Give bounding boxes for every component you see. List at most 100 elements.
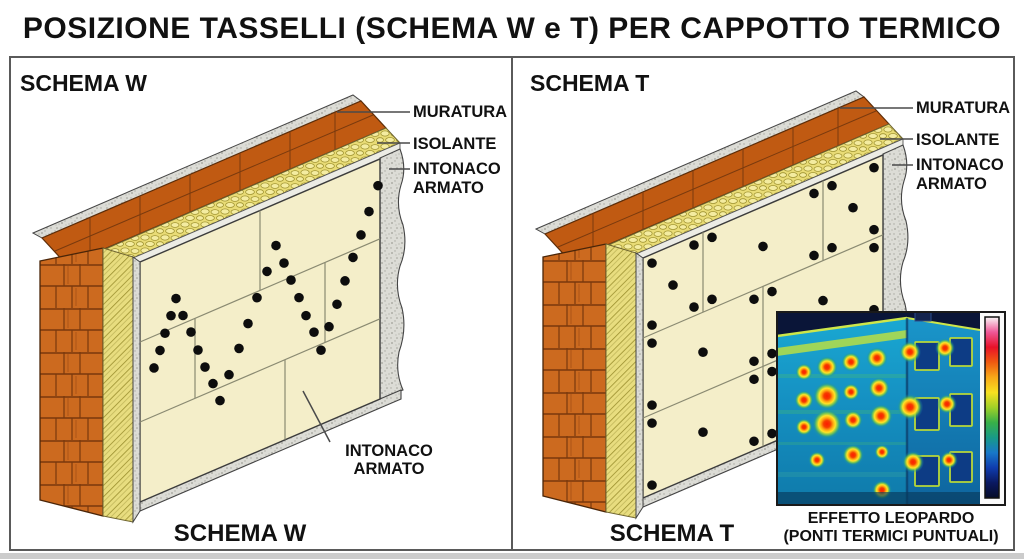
dowel-dots-schema-w (149, 180, 383, 406)
page-title: POSIZIONE TASSELLI (SCHEMA W e T) PER CA… (23, 12, 1001, 45)
thermal-hotspot (795, 363, 813, 381)
thermal-hotspot (812, 381, 842, 411)
thermal-hotspot (794, 390, 814, 410)
panel-caption-schema-t: SCHEMA T (610, 520, 735, 547)
dowel-dot (160, 328, 170, 339)
dowel-dot (647, 258, 657, 268)
dowel-dot (340, 276, 350, 286)
dowel-dot (818, 295, 828, 306)
label-intonaco-left-line1: INTONACO (413, 160, 501, 178)
dowel-dot (286, 275, 296, 285)
thermal-inset-border (776, 311, 1006, 506)
dowel-dot (698, 347, 708, 358)
dowel-dot (171, 293, 181, 304)
thermal-streak (777, 442, 907, 445)
dowel-dot (809, 188, 819, 199)
thermal-hotspot (816, 356, 838, 378)
inset-caption-line1: EFFETTO LEOPARDO (808, 510, 975, 527)
thermal-colorbar (984, 316, 1000, 499)
panel-caption-schema-w: SCHEMA W (174, 520, 307, 547)
dowel-dot (647, 320, 657, 330)
dowel-dot (215, 395, 225, 406)
dowel-dot (707, 294, 717, 305)
dowel-dot (869, 224, 879, 235)
dowel-dot (316, 345, 326, 355)
thermal-streak (777, 374, 907, 378)
thermal-hotspot (808, 451, 826, 469)
label-isolante-right: ISOLANTE (916, 131, 999, 149)
dowel-dot (767, 348, 777, 359)
dowel-dot (262, 266, 272, 277)
label-isolante-left: ISOLANTE (413, 135, 496, 153)
dowel-dot (758, 241, 768, 252)
dowel-dot (178, 310, 188, 321)
dowel-dot (749, 356, 759, 367)
panel-header-schema-t: SCHEMA T (530, 70, 649, 96)
dowel-dot (301, 310, 311, 321)
dowel-dot (356, 230, 366, 240)
thermal-hotspot (843, 410, 863, 430)
dowel-dot (869, 162, 879, 173)
page-bottom-edge (0, 553, 1024, 559)
dowel-dot (848, 202, 858, 213)
dowel-dot (809, 250, 819, 261)
dowel-dot (373, 180, 383, 191)
thermal-hotspot (896, 393, 924, 421)
thermal-hotspot (866, 347, 888, 369)
panel-header-schema-w: SCHEMA W (20, 70, 147, 96)
thermal-hotspot (940, 451, 958, 469)
label-intonaco-bottom-line1: INTONACO (345, 442, 433, 460)
dowel-dot (279, 258, 289, 268)
dowel-dot (200, 362, 210, 372)
dowel-dot (149, 363, 159, 373)
thermal-hotspots (794, 338, 958, 500)
dowel-dot (827, 242, 837, 253)
thermal-streak (777, 472, 907, 477)
inset-caption-line2: (PONTI TERMICI PUNTUALI) (783, 528, 998, 545)
thermal-hotspot (937, 394, 957, 414)
intonaco-bottom-leader-left (302, 390, 331, 443)
thermal-hotspot (811, 408, 843, 440)
thermal-hotspot (902, 451, 924, 473)
dowel-dot (647, 418, 657, 428)
thermal-hotspot (842, 444, 864, 466)
dowel-dot (234, 343, 244, 354)
dowel-dot (271, 240, 281, 251)
dowel-dot (252, 292, 262, 303)
thermal-ground-band (777, 492, 980, 505)
dowel-dot (324, 321, 334, 332)
dowel-dot (827, 180, 837, 191)
thermal-hotspot (795, 418, 813, 436)
dowel-dot (707, 232, 717, 243)
dowel-dot (309, 327, 319, 337)
dowel-dot (647, 400, 657, 410)
dowel-dot (698, 427, 708, 438)
dowel-dot (348, 252, 358, 263)
thermal-slab-band (777, 330, 907, 356)
thermal-hotspot (899, 341, 921, 363)
dowel-dot (689, 240, 699, 250)
dowel-dot (647, 480, 657, 490)
dowel-dot (749, 374, 759, 385)
dowel-dot (224, 369, 234, 380)
dowel-dot (749, 294, 759, 305)
dowel-dot (193, 345, 203, 355)
thermal-hotspot (868, 377, 890, 399)
dowel-dot (647, 338, 657, 348)
label-intonaco-left-line2: ARMATO (413, 179, 484, 197)
dowel-dot (332, 299, 342, 310)
label-muratura-left: MURATURA (413, 103, 507, 121)
dowel-dot (208, 378, 218, 389)
dowel-dot (166, 310, 176, 321)
label-muratura-right: MURATURA (916, 99, 1010, 117)
dowel-dot (767, 428, 777, 439)
dowel-dot (243, 318, 253, 329)
board-joints-schema-w (139, 210, 381, 440)
label-intonaco-bottom-line2: ARMATO (354, 460, 425, 478)
thermal-hotspot (842, 383, 860, 401)
board-row-joint (139, 318, 381, 423)
thermal-hotspot (935, 338, 955, 358)
label-intonaco-right-line1: INTONACO (916, 156, 1004, 174)
